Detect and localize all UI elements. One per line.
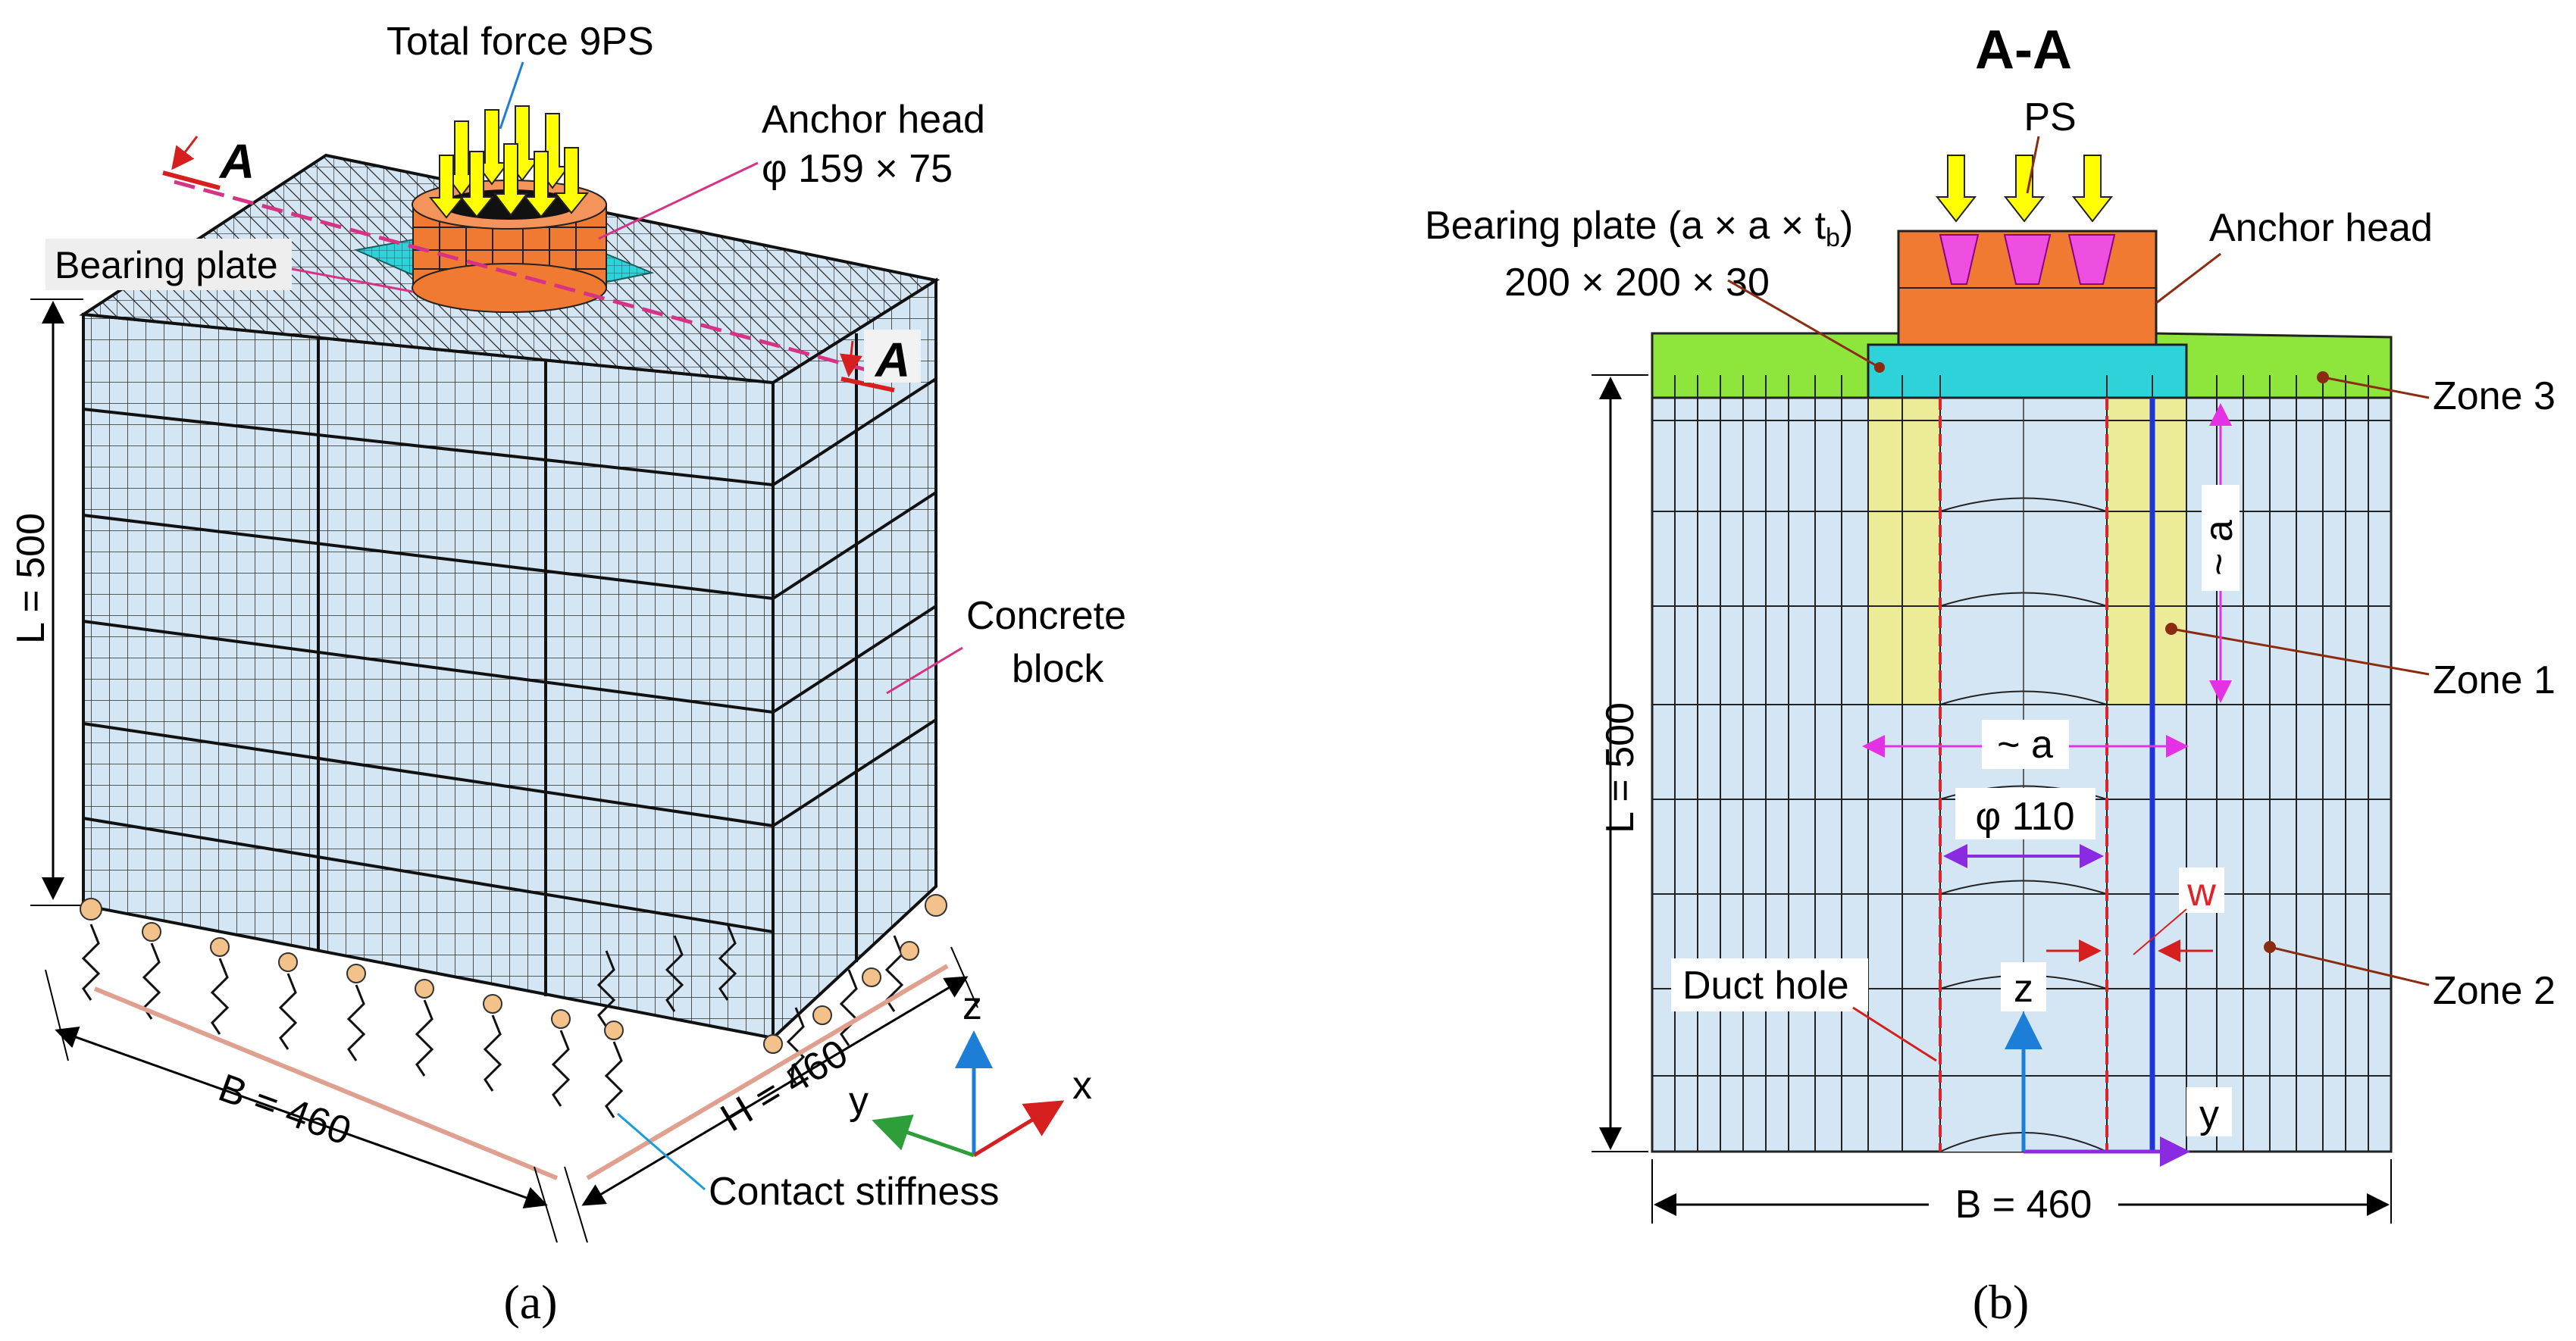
leader-ps <box>2026 136 2040 194</box>
section-line-a <box>162 136 895 392</box>
axis-z-b: z <box>2014 967 2033 1011</box>
dim-width-a <box>55 1026 548 1209</box>
label-w: w <box>2186 871 2216 914</box>
zone3-layer-right <box>2151 332 2393 399</box>
caption-a: (a) <box>503 1275 557 1329</box>
leader-anchor-head-b <box>2155 252 2221 305</box>
zone3-layer <box>1651 332 1904 399</box>
label-approx-a-horizontal: ~ a <box>1997 723 2053 767</box>
leader-zone2 <box>2269 946 2430 986</box>
dim-approx-a-horizontal-bg <box>1982 720 2069 769</box>
leader-total-force <box>499 61 524 130</box>
label-zone1: Zone 1 <box>2433 658 2556 702</box>
w-bg <box>2179 867 2224 913</box>
label-width-a: B = 460 <box>213 1066 357 1154</box>
label-zone3: Zone 3 <box>2433 374 2556 418</box>
wedges <box>1939 234 2116 285</box>
force-arrows <box>428 105 590 219</box>
w-leader <box>2133 908 2187 955</box>
axis-x-a: x <box>1072 1064 1092 1108</box>
caption-b: (b) <box>1973 1275 2030 1329</box>
leader-concrete <box>886 646 963 695</box>
cube-front-grid <box>83 333 937 996</box>
axis-z-b-bg <box>2001 962 2046 1011</box>
label-height-a: H = 460 <box>713 1031 855 1140</box>
label-approx-a-vertical: ~ a <box>2197 520 2241 576</box>
axis-y-b: y <box>2199 1092 2219 1136</box>
leader-anchor-head <box>598 161 759 240</box>
label-duct-dim: φ 110 <box>1975 795 2074 839</box>
label-concrete-2: block <box>1012 647 1104 691</box>
panel-a: A A Total force 9PS Anchor head φ 159 × … <box>9 20 1126 1329</box>
dim-height-a <box>581 976 969 1206</box>
label-bearing-plate-bg <box>45 239 292 290</box>
leader-bearing-plate-b <box>1727 279 1880 369</box>
label-contact-stiffness: Contact stiffness <box>709 1170 999 1214</box>
section-marker-right: A <box>874 333 910 387</box>
axis-z-a: z <box>962 984 982 1028</box>
label-bearing-plate-dim: 200 × 200 × 30 <box>1504 261 1770 305</box>
leader-bearing-plate <box>291 267 414 293</box>
axes-a <box>872 1030 1065 1158</box>
leader-duct-hole <box>1852 1006 1937 1062</box>
label-anchor-head: Anchor head <box>762 98 985 142</box>
label-zone2: Zone 2 <box>2433 969 2556 1013</box>
section-marker-left: A <box>218 134 255 189</box>
bearing-plate-section <box>1867 343 2188 399</box>
section-title: A-A <box>1975 20 2072 80</box>
label-total-force: Total force 9PS <box>387 20 654 64</box>
label-ps: PS <box>2024 95 2076 139</box>
label-length-a: L = 500 <box>9 513 53 644</box>
axis-y-b-bg <box>2186 1087 2232 1136</box>
label-bearing-plate-b: Bearing plate (a × a × tb) <box>1425 204 1853 252</box>
leader-contact-stiffness <box>617 1112 706 1191</box>
label-anchor-head-dim: φ 159 × 75 <box>762 147 953 191</box>
label-anchor-head-b: Anchor head <box>2209 206 2433 250</box>
force-arrows-b <box>1935 155 2114 223</box>
dim-approx-a-vertical-bg <box>2202 485 2240 591</box>
axis-y-a: y <box>849 1079 869 1123</box>
duct-dim-bg <box>1955 788 2096 839</box>
label-duct-hole: Duct hole <box>1682 964 1849 1008</box>
label-concrete-1: Concrete <box>966 594 1126 638</box>
label-bearing-plate: Bearing plate <box>55 244 278 286</box>
panel-b: A-A PS Bearing plate (a × a × tb) 200 × … <box>1425 20 2556 1329</box>
label-width-b: B = 460 <box>1955 1183 2092 1227</box>
section-marker-right-bg <box>864 330 921 383</box>
leader-zone3 <box>2322 376 2430 399</box>
label-length-b: L = 500 <box>1598 702 1642 833</box>
duct-hole-label-bg <box>1671 958 1868 1011</box>
cube-front-face <box>82 312 775 1040</box>
width-b-bg <box>1929 1178 2118 1231</box>
